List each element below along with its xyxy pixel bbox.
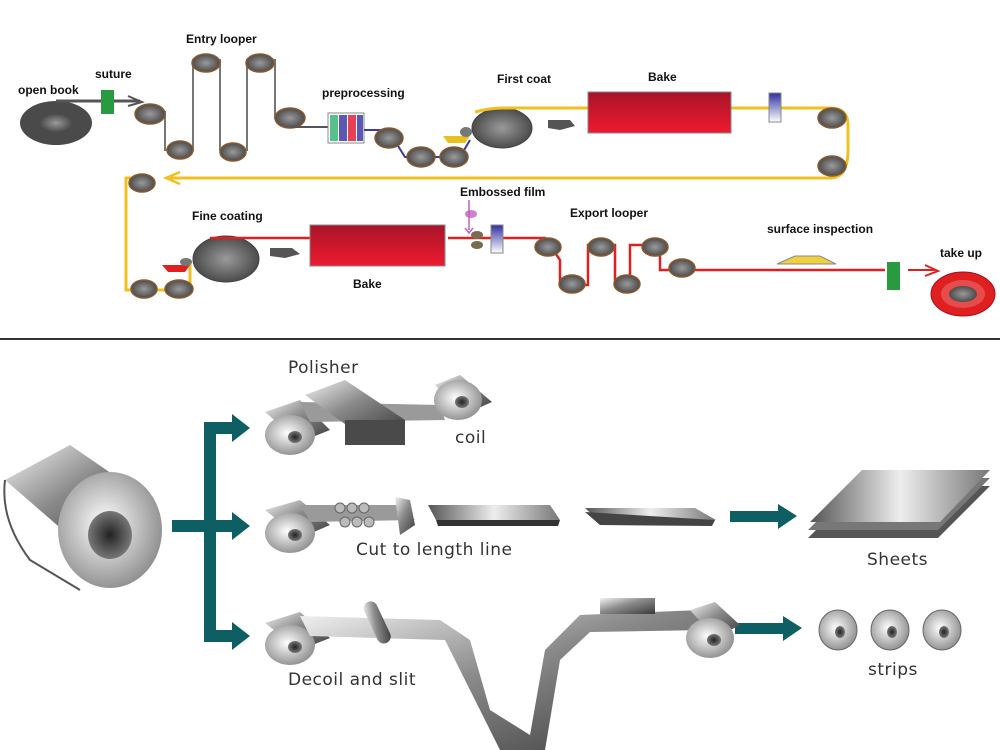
label-bake-2: Bake xyxy=(353,277,382,291)
label-bake-1: Bake xyxy=(648,70,677,84)
label-cut-to-length-line: Cut to length line xyxy=(356,540,513,560)
label-decoil-and-slit: Decoil and slit xyxy=(288,670,417,690)
surface-inspection-table xyxy=(776,255,837,265)
decoil-slit-line xyxy=(265,598,740,750)
looper-roll xyxy=(219,142,247,162)
looper-roll xyxy=(166,140,194,160)
entry-looper xyxy=(150,59,290,151)
label-surface-inspection: surface inspection xyxy=(767,222,874,236)
label-strips: strips xyxy=(868,660,918,680)
label-first-coat: First coat xyxy=(497,72,552,86)
cut-to-length-line xyxy=(265,497,716,553)
coating-line-graphic xyxy=(20,53,996,317)
branch-arrows xyxy=(172,414,802,650)
label-entry-looper: Entry looper xyxy=(186,32,257,46)
strip-coils xyxy=(818,609,962,651)
label-sheets: Sheets xyxy=(867,550,929,570)
looper-roll xyxy=(134,103,166,125)
bake-oven-1 xyxy=(587,91,732,134)
label-embossed-film: Embossed film xyxy=(460,185,546,199)
label-export-looper: Export looper xyxy=(570,206,649,220)
first-coat-roller xyxy=(471,107,533,149)
exit-shear-block xyxy=(887,262,900,290)
master-coil xyxy=(3,445,162,591)
suture-block xyxy=(101,90,114,114)
label-take-up: take up xyxy=(940,246,983,260)
label-open-book: open book xyxy=(18,83,79,97)
color-coating-line-diagram: open book suture Entry looper preprocess… xyxy=(0,0,1000,338)
fine-coating-roller xyxy=(192,235,260,283)
arrow-to-strips xyxy=(735,623,785,634)
panel-divider xyxy=(0,338,1000,340)
preprocessing-tanks xyxy=(327,112,365,144)
coil-processing-graphic xyxy=(3,375,990,750)
looper-roll xyxy=(191,53,221,73)
label-coil: coil xyxy=(455,428,487,448)
polisher-line xyxy=(265,375,492,455)
looper-roll xyxy=(245,53,275,73)
label-polisher: Polisher xyxy=(288,358,359,378)
arrow-to-sheets xyxy=(730,511,780,522)
looper-roll xyxy=(274,107,306,129)
label-suture: suture xyxy=(95,67,132,81)
bake-oven-2 xyxy=(309,224,446,267)
coil-processing-diagram: Polisher coil Cut to length line Sheets … xyxy=(0,340,1000,750)
label-preprocessing: preprocessing xyxy=(322,86,405,100)
sheets-stack xyxy=(808,470,990,538)
label-fine-coating: Fine coating xyxy=(192,209,263,223)
